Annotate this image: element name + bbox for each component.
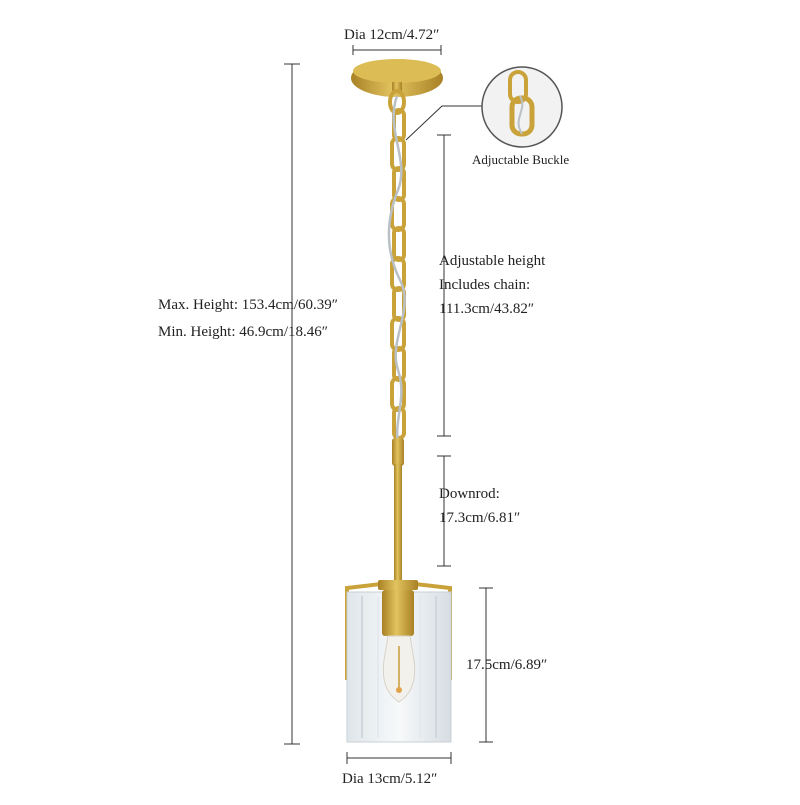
power-cord — [387, 95, 406, 451]
bulb — [382, 635, 416, 703]
buckle-callout-leader — [405, 105, 484, 141]
buckle-label: Adjuctable Buckle — [472, 152, 570, 167]
total-height-dimension-line — [284, 63, 300, 745]
shade-diameter-dimension-line — [346, 752, 452, 764]
chain-height-label-line3: 111.3cm/43.82″ — [439, 301, 535, 317]
downrod-label-line2: 17.3cm/6.81″ — [439, 510, 521, 526]
downrod — [392, 438, 404, 580]
socket — [378, 580, 418, 636]
downrod-dimension-line — [437, 455, 451, 567]
shade-height-dimension-line — [479, 587, 493, 743]
canopy — [351, 59, 443, 97]
shade-height-label: 17.5cm/6.89″ — [466, 657, 548, 673]
chain-height-label-line2: Includes chain: — [439, 277, 531, 293]
chain-dimension-line — [437, 134, 451, 437]
canopy-diameter-label: Dia 12cm/4.72″ — [344, 27, 440, 43]
canopy-dimension-line — [352, 45, 442, 55]
downrod-label-line1: Downrod: — [439, 486, 500, 502]
chain-height-label-line1: Adjustable height — [439, 253, 546, 269]
min-height-label: Min. Height: 46.9cm/18.46″ — [158, 324, 328, 340]
max-height-label: Max. Height: 153.4cm/60.39″ — [158, 297, 338, 313]
buckle-detail-inset — [481, 66, 563, 148]
shade-diameter-label: Dia 13cm/5.12″ — [342, 771, 438, 787]
